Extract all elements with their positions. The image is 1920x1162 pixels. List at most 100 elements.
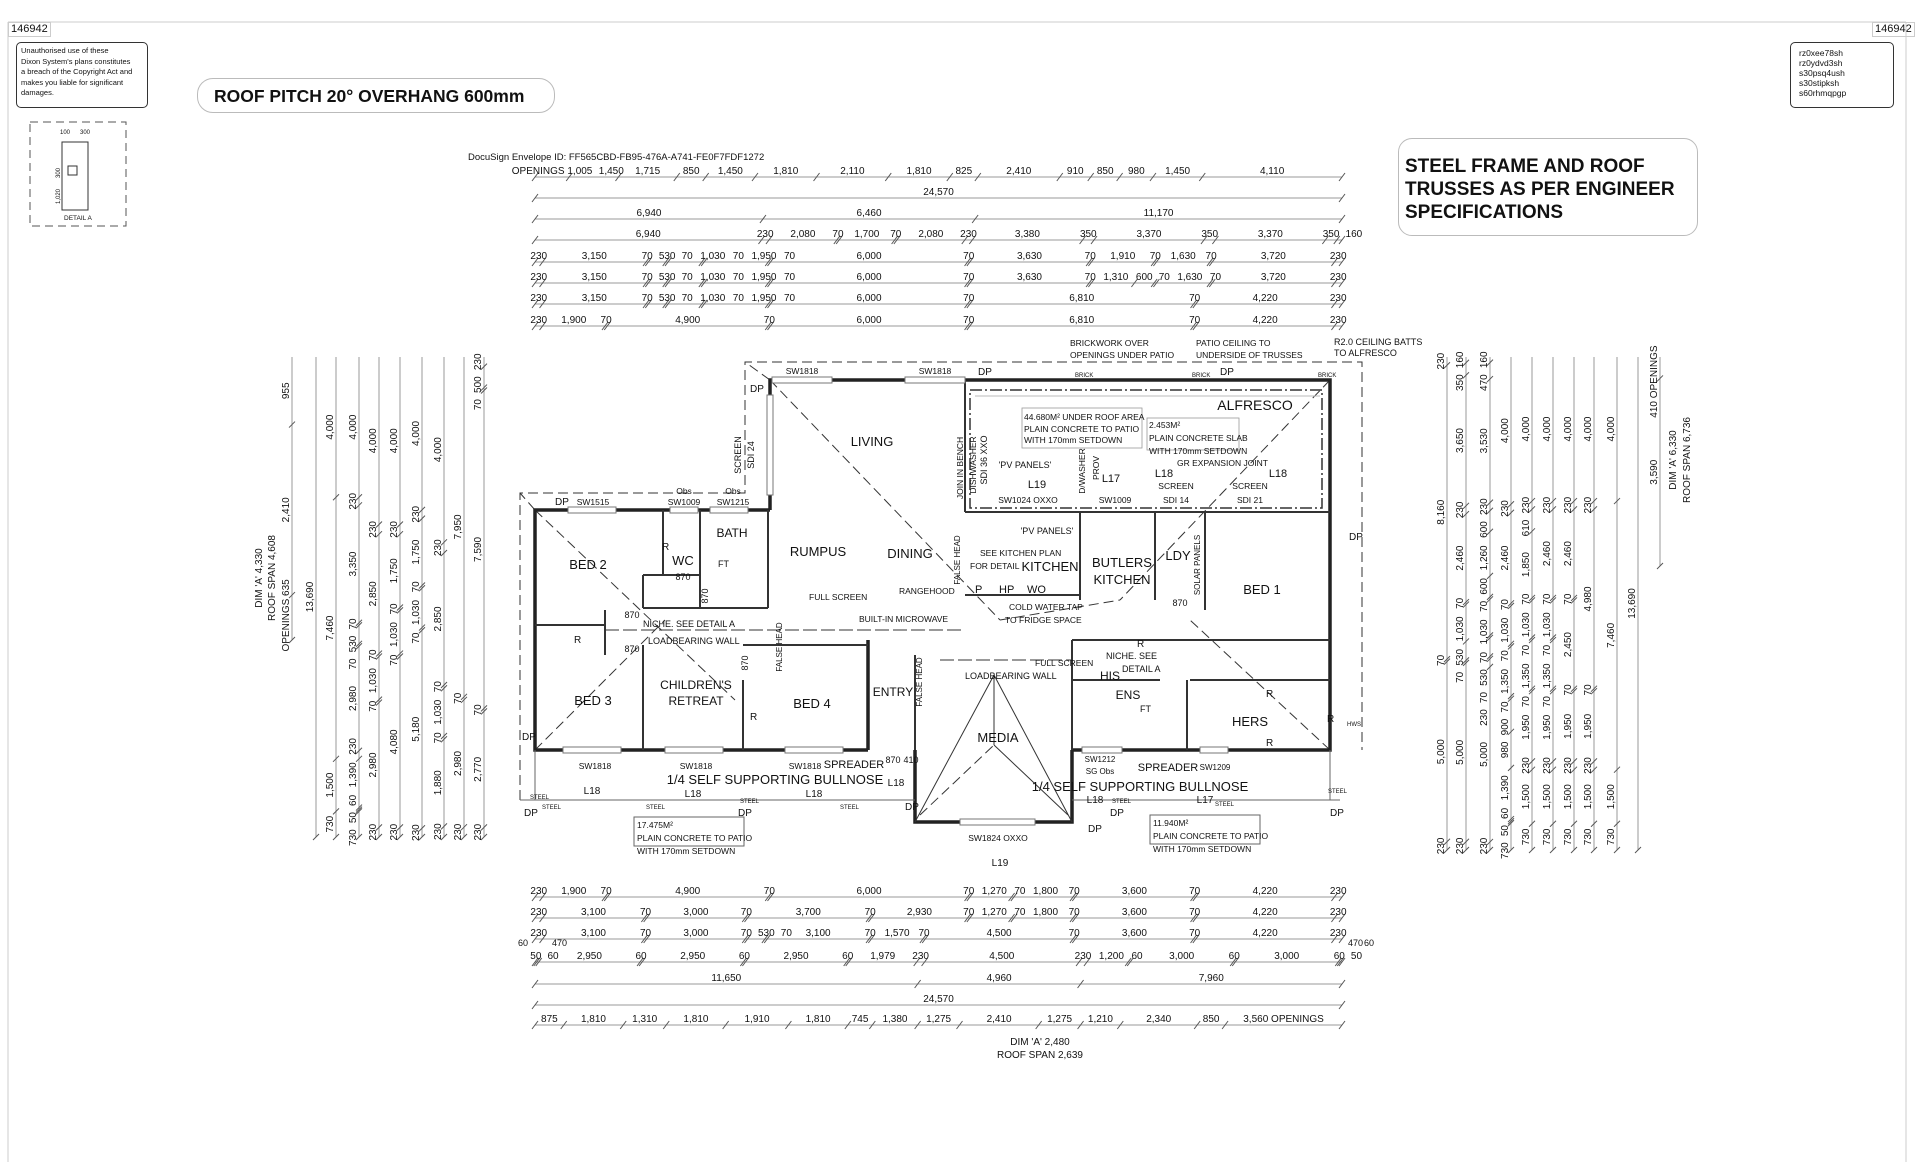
dimension-tick [1077,1020,1084,1030]
dimension-label: 6,000 [857,886,882,897]
dimension-tick [440,538,448,546]
dimension-label: 745 [852,1014,869,1025]
dimension-tick [1486,507,1494,515]
dimension-tick [460,823,468,831]
dimension-tick [1443,361,1451,369]
dimension-tick [1190,299,1197,309]
dimension-label: 1,880 [433,770,444,795]
window-label: SW1818 [789,761,822,771]
dimension-label: 4,000 [1542,416,1553,441]
annotation-label: DP [1349,532,1363,543]
dimension-label: 1,950 [1521,714,1532,739]
room-label: BED 1 [1243,582,1281,597]
annotation-label: FT [1140,704,1151,714]
dimension-tick [956,1020,963,1030]
dimension-label: 70 [348,658,359,670]
steel-note-line: TRUSSES AS PER ENGINEER [1405,179,1675,200]
dimension-label: 2,850 [433,606,444,631]
dimension-label: 825 [955,166,972,177]
dimension-tick [375,824,383,831]
annotation-label: 'PV PANELS' [1021,526,1074,536]
dimension-label: 230 [1542,496,1553,513]
dimension-tick [355,642,363,650]
dimension-label: 4,000 [1606,416,1617,441]
annotation-label: L18 [888,778,905,789]
docusign-id: DocuSign Envelope ID: FF565CBD-FB95-476A… [468,152,764,163]
window-label: SCREEN [1232,481,1267,491]
dimension-tick [1206,278,1214,288]
dimension-tick [835,235,843,245]
dimension-label: 7,590 [473,537,484,562]
dimension-tick [1549,594,1557,602]
annotation-label: SEE KITCHEN PLAN [980,548,1061,558]
dimension-tick [867,913,875,923]
dimension-label: 1,950 [751,272,776,283]
dimension-tick [1507,643,1515,650]
annotation-label: 410 [903,755,918,765]
dimension-tick [1085,257,1093,267]
dimension-label: 4,500 [987,928,1012,939]
dimension-label: 70 [433,681,444,693]
dimension-label: 70 [433,732,444,744]
dimension-tick [1507,602,1515,610]
annotation-label: STEEL [840,805,860,811]
dimension-label: 3,000 [1169,951,1194,962]
dimension-label: 1,910 [1110,251,1135,262]
dimension-label: 70 [733,293,745,304]
dimension-tick [1462,601,1470,608]
room-label: HERS [1232,714,1268,729]
dimension-label: 5,000 [1455,739,1466,764]
dimension-tick [1528,594,1536,602]
dimension-tick [964,913,971,923]
dimension-tick [1338,979,1346,989]
right-dimension-column: 1604703,5302306001,260600701,03070530702… [1479,351,1494,854]
dimension-label: 3,000 [683,907,708,918]
dimension-tick [396,530,404,538]
window-label: SW1215 [717,497,750,507]
dimension-tick [1193,1020,1201,1030]
dimension-label: 1,450 [1165,166,1190,177]
dimension-tick [1570,820,1578,828]
dimension-label: 11,650 [711,973,741,984]
room-label: BUTLERS [1092,555,1152,570]
drawing-id-left: 146942 [8,22,51,37]
steel-note-line: STEEL FRAME AND ROOF [1405,156,1645,177]
dimension-tick [843,957,851,967]
dimension-label: 850 [1203,1014,1220,1025]
dimension-tick [539,257,546,267]
dimension-label: 1,270 [982,886,1007,897]
dimension-label: 70 [733,251,745,262]
annotation-label: 1/4 SELF SUPPORTING BULLNOSE [1032,779,1249,794]
dimension-tick [845,957,853,967]
dimension-tick [761,934,769,944]
dimension-tick [1486,595,1494,603]
dimension-label: 875 [541,1014,558,1025]
dimension-label: 1,950 [751,251,776,262]
dimension-tick [1590,685,1598,693]
dimension-label: 4,000 [368,428,379,453]
annotation-label: DP [1220,367,1234,378]
dimension-tick [1124,957,1132,967]
window-label: SW1212 [1085,755,1116,764]
dimension-tick [1507,817,1515,825]
dimension-tick [1071,892,1079,902]
dimension-tick [966,913,974,923]
dimension-tick [741,913,749,923]
dimension-tick [539,278,546,288]
dimension-label: 70 [389,654,400,666]
dimension-tick [961,235,969,245]
dimension-label: 1,850 [1521,552,1532,577]
dimension-label: 70 [1189,886,1201,897]
dimension-label: 1,380 [882,1014,907,1025]
dimension-tick [784,1020,792,1030]
dimension-tick [1528,846,1536,854]
annotation-label: R [574,635,581,646]
dimension-label: 1,350 [1542,663,1553,688]
dimension-label: 230 [411,824,422,841]
dimension-tick [1083,957,1091,967]
room-label: CHILDREN'S [660,678,732,692]
